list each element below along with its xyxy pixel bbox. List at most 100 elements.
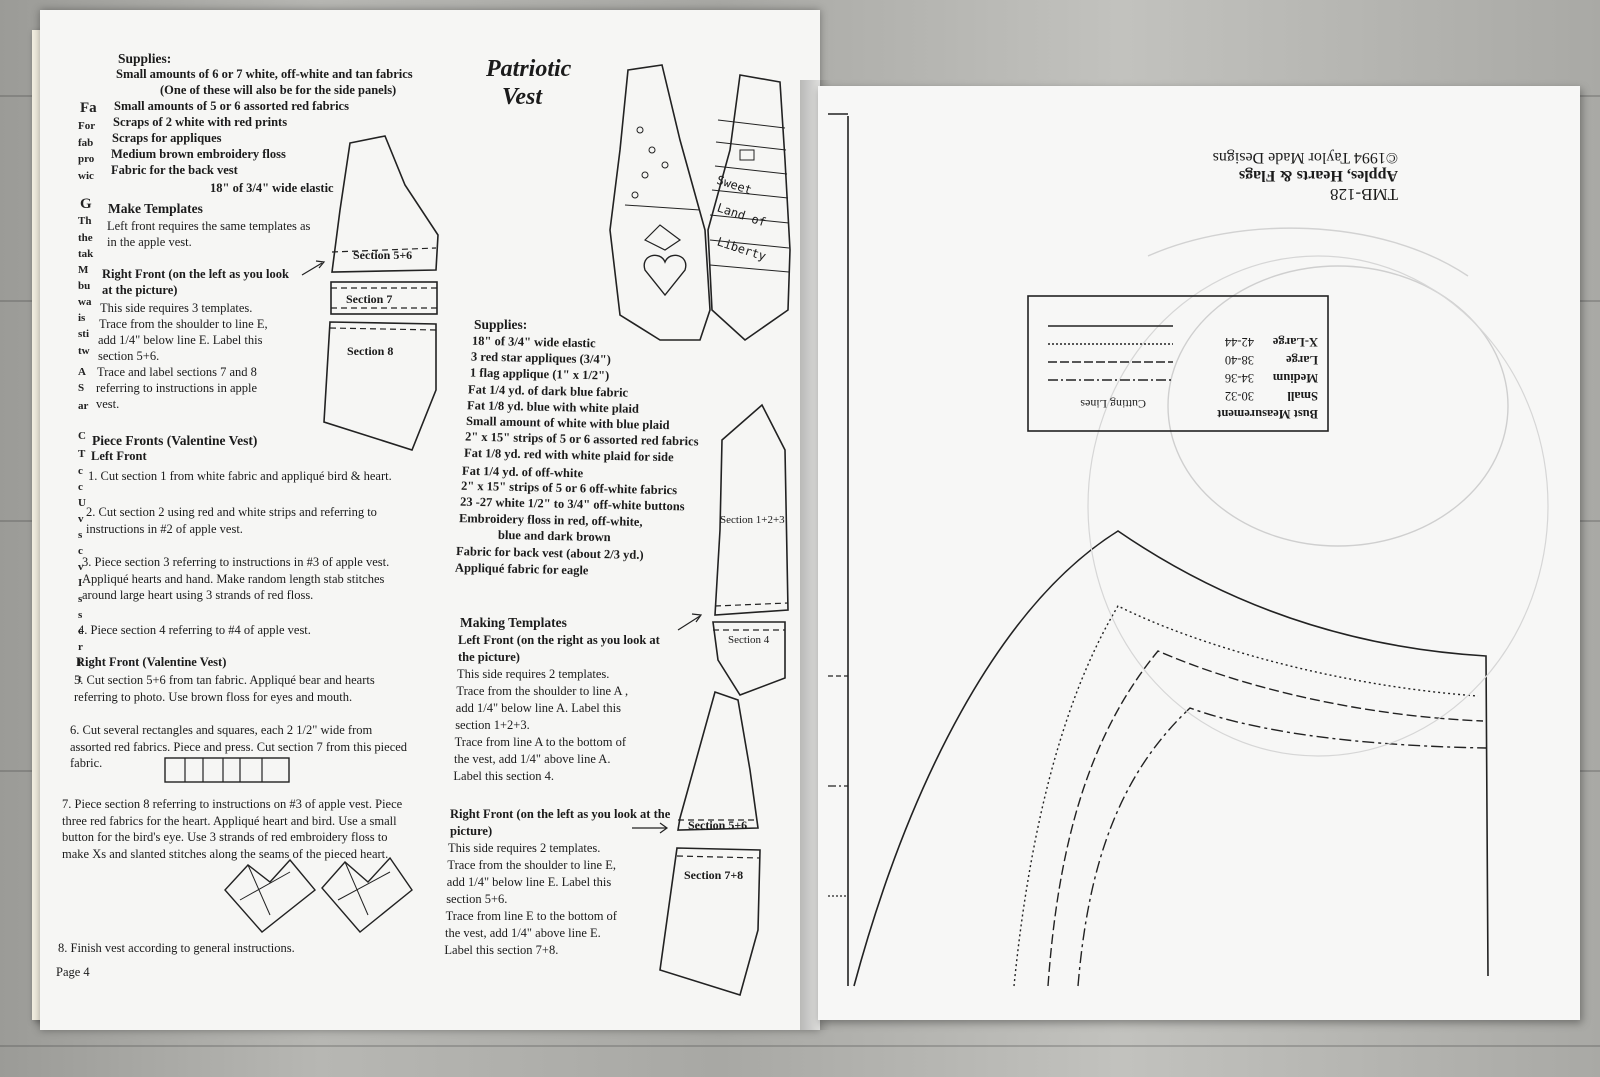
edge-fragment-text: For — [78, 120, 96, 132]
supply-item: Small amounts of 5 or 6 assorted red fab… — [114, 99, 349, 113]
edge-fragment-text: U — [78, 497, 86, 509]
left-front-text-line: This side requires 2 templates. — [457, 667, 610, 681]
pattern-cutting-lines — [828, 113, 1549, 987]
step-7: 7. Piece section 8 referring to instruct… — [62, 797, 403, 861]
edge-fragment-text: A — [78, 366, 86, 378]
patriotic-supplies-title: Supplies: — [474, 317, 528, 332]
legend-range: 42-44 — [1224, 335, 1254, 349]
left-front-text-line: Trace from line A to the bottom of — [454, 735, 626, 749]
edge-fragment-text: r — [78, 641, 83, 653]
pattern-header-block: TMB-128 Apples, Hearts & Flags ©1994 Tay… — [1138, 134, 1398, 204]
legend-size: Medium — [1272, 371, 1318, 385]
piece-fronts-title: Piece Fronts (Valentine Vest) — [92, 433, 258, 448]
edge-fragment-text: s — [78, 529, 83, 541]
supply-item: Scraps for appliques — [112, 131, 222, 145]
right-front-text: section 5+6. — [98, 349, 160, 363]
making-templates-title: Making Templates — [460, 615, 567, 630]
right-front-text: Trace and label sections 7 and 8 — [97, 365, 257, 379]
right-front-text-line: add 1/4" below line E. Label this — [446, 875, 612, 889]
edge-fragment-text: l — [78, 657, 82, 669]
template-label-section-1-2-3: Section 1+2+3 — [720, 514, 785, 526]
legend-row: Large38-40 — [1225, 352, 1318, 367]
legend-row: X-Large 42-44 — [1225, 334, 1318, 349]
edge-fragment-text: S — [78, 382, 85, 394]
right-front-text-line: the vest, add 1/4" above line E. — [445, 926, 601, 940]
patriotic-supply-item: blue and dark brown — [497, 528, 611, 545]
right-front-text: add 1/4" below line E. Label this — [98, 333, 263, 347]
left-front-text-line: section 1+2+3. — [455, 718, 530, 732]
edge-fragment-text: is — [78, 312, 86, 324]
step-5: 5. Cut section 5+6 from tan fabric. Appl… — [74, 673, 375, 704]
right-front-text: vest. — [96, 397, 120, 411]
supplies-title: Supplies: — [118, 51, 172, 66]
template-label-section-7: Section 7 — [346, 292, 393, 306]
pattern-copyright: ©1994 Taylor Made Designs — [1212, 149, 1398, 166]
edge-fragment-text: c — [78, 465, 83, 477]
wood-plank-seam — [0, 1045, 1600, 1047]
step-4: 4. Piece section 4 referring to #4 of ap… — [78, 623, 311, 637]
right-front-text-line: Label this section 7+8. — [444, 943, 559, 957]
legend-header-bust: Bust Measurement — [1217, 407, 1318, 421]
edge-fragment-text: I — [78, 577, 83, 589]
template-label-section-4: Section 4 — [728, 634, 770, 646]
patriotic-supply-item: Appliqué fabric for eagle — [455, 560, 589, 578]
legend-header-cutting: Cutting Lines — [1080, 397, 1146, 411]
supply-item: 18" of 3/4" wide elastic — [210, 181, 334, 195]
right-front-text-line: This side requires 2 templates. — [448, 841, 601, 855]
right-front-title: Right Front (on the left as you look — [102, 267, 289, 281]
edge-fragment-text: G — [80, 196, 92, 212]
legend-size: Small — [1287, 389, 1318, 403]
edge-fragment-text: tw — [78, 345, 90, 357]
edge-fragment-text: Th — [78, 215, 92, 227]
patriotic-title: Patriotic — [486, 56, 572, 82]
right-front-text-line: Trace from the shoulder to line E, — [447, 858, 616, 872]
supply-item: Scraps of 2 white with red prints — [113, 115, 288, 129]
supply-item: Medium brown embroidery floss — [111, 147, 286, 161]
template-label-section-8: Section 8 — [347, 344, 394, 358]
page-number: Page 4 — [56, 965, 90, 979]
patriotic-title: Vest — [502, 84, 543, 110]
left-front-title: Left Front — [91, 449, 147, 463]
left-front-text-line: Trace from the shoulder to line A , — [456, 684, 629, 698]
step-3: 3. Piece section 3 referring to instruct… — [82, 555, 390, 603]
template-label-section-5-6b: Section 5+6 — [688, 818, 748, 832]
edge-fragment-text: tak — [78, 248, 94, 260]
edge-fragment-text: wic — [78, 170, 94, 182]
template-label-section-5-6: Section 5+6 — [353, 248, 413, 262]
valentine-template-diagram — [164, 64, 791, 997]
right-front-valentine-title: Right Front (Valentine Vest) — [76, 655, 227, 669]
edge-fragment-text: bu — [78, 280, 91, 292]
right-front-text-line: section 5+6. — [446, 892, 508, 906]
template-label-section-7-8: Section 7+8 — [684, 868, 744, 882]
edge-fragment-text: the — [78, 232, 93, 244]
edge-fragment-text: s — [78, 593, 83, 605]
right-front-title: at the picture) — [102, 283, 178, 297]
step-8: 8. Finish vest according to general inst… — [58, 941, 295, 955]
patriotic-vest-illustration — [609, 64, 791, 342]
edge-fragment-text: fab — [78, 137, 94, 149]
step-6: 6. Cut several rectangles and squares, e… — [70, 723, 408, 771]
left-front-title-2: Left Front (on the right as you look at … — [458, 633, 660, 664]
supply-item: Small amounts of 6 or 7 white, off-white… — [116, 67, 413, 81]
edge-fragment-text: C — [78, 430, 86, 442]
edge-fragment-text: sti — [78, 328, 89, 340]
make-templates-text: Left front requires the same templates a… — [107, 219, 311, 233]
right-front-text: Trace from the shoulder to line E, — [99, 317, 268, 331]
right-front-text: This side requires 3 templates. — [100, 301, 253, 315]
edge-fragment-text: ar — [78, 400, 89, 412]
edge-fragment-text: t — [78, 673, 82, 685]
legend-range: 34-36 — [1224, 371, 1254, 385]
patriotic-template-diagram — [632, 403, 789, 997]
edge-fragment-text: c — [78, 545, 83, 557]
legend-size: X-Large — [1272, 335, 1318, 349]
supply-item: Fabric for the back vest — [111, 163, 238, 177]
right-front-text: referring to instructions in apple — [96, 381, 258, 395]
legend-size: Large — [1286, 353, 1318, 367]
make-templates-text: in the apple vest. — [107, 235, 192, 249]
edge-fragment-text: T — [78, 448, 86, 460]
make-templates-title: Make Templates — [108, 201, 203, 216]
right-front-title-2: Right Front (on the left as you look at … — [450, 807, 671, 838]
step-1: 1. Cut section 1 from white fabric and a… — [88, 469, 392, 483]
